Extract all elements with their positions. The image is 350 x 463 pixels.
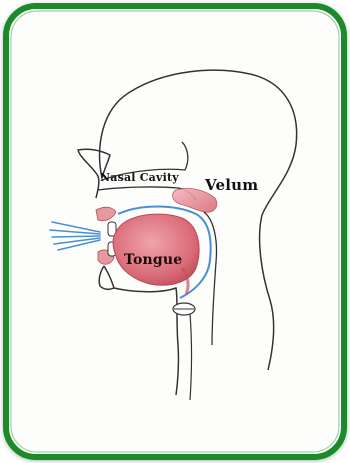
label-velum: Velum [205,176,258,194]
label-nasal-cavity: Nasal Cavity [100,171,179,184]
label-tongue: Tongue [124,252,182,268]
